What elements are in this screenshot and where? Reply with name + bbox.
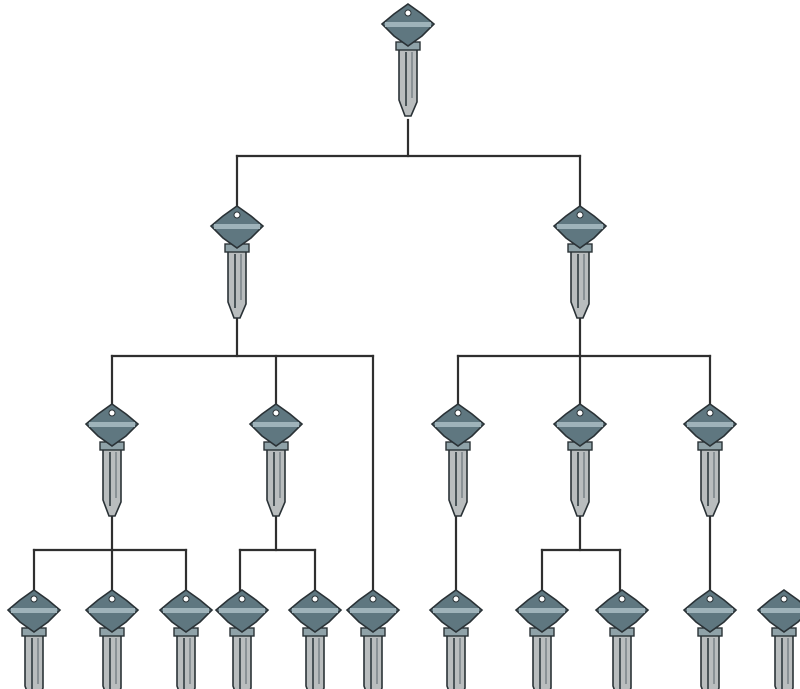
key-icon	[85, 403, 139, 517]
key-icon	[249, 403, 303, 517]
key-icon	[215, 589, 269, 689]
key-icon	[595, 589, 649, 689]
key-icon	[288, 589, 342, 689]
key-icon	[757, 589, 800, 689]
key-icon	[381, 3, 435, 117]
key-icon	[683, 403, 737, 517]
key-icon	[553, 205, 607, 319]
key-icon	[210, 205, 264, 319]
key-icon	[683, 589, 737, 689]
key-icon	[7, 589, 61, 689]
key-icon	[346, 589, 400, 689]
key-icon	[431, 403, 485, 517]
key-icon	[553, 403, 607, 517]
key-icon	[85, 589, 139, 689]
key-icon	[515, 589, 569, 689]
key-icon	[159, 589, 213, 689]
key-icon	[429, 589, 483, 689]
tree-connectors	[32, 118, 712, 592]
